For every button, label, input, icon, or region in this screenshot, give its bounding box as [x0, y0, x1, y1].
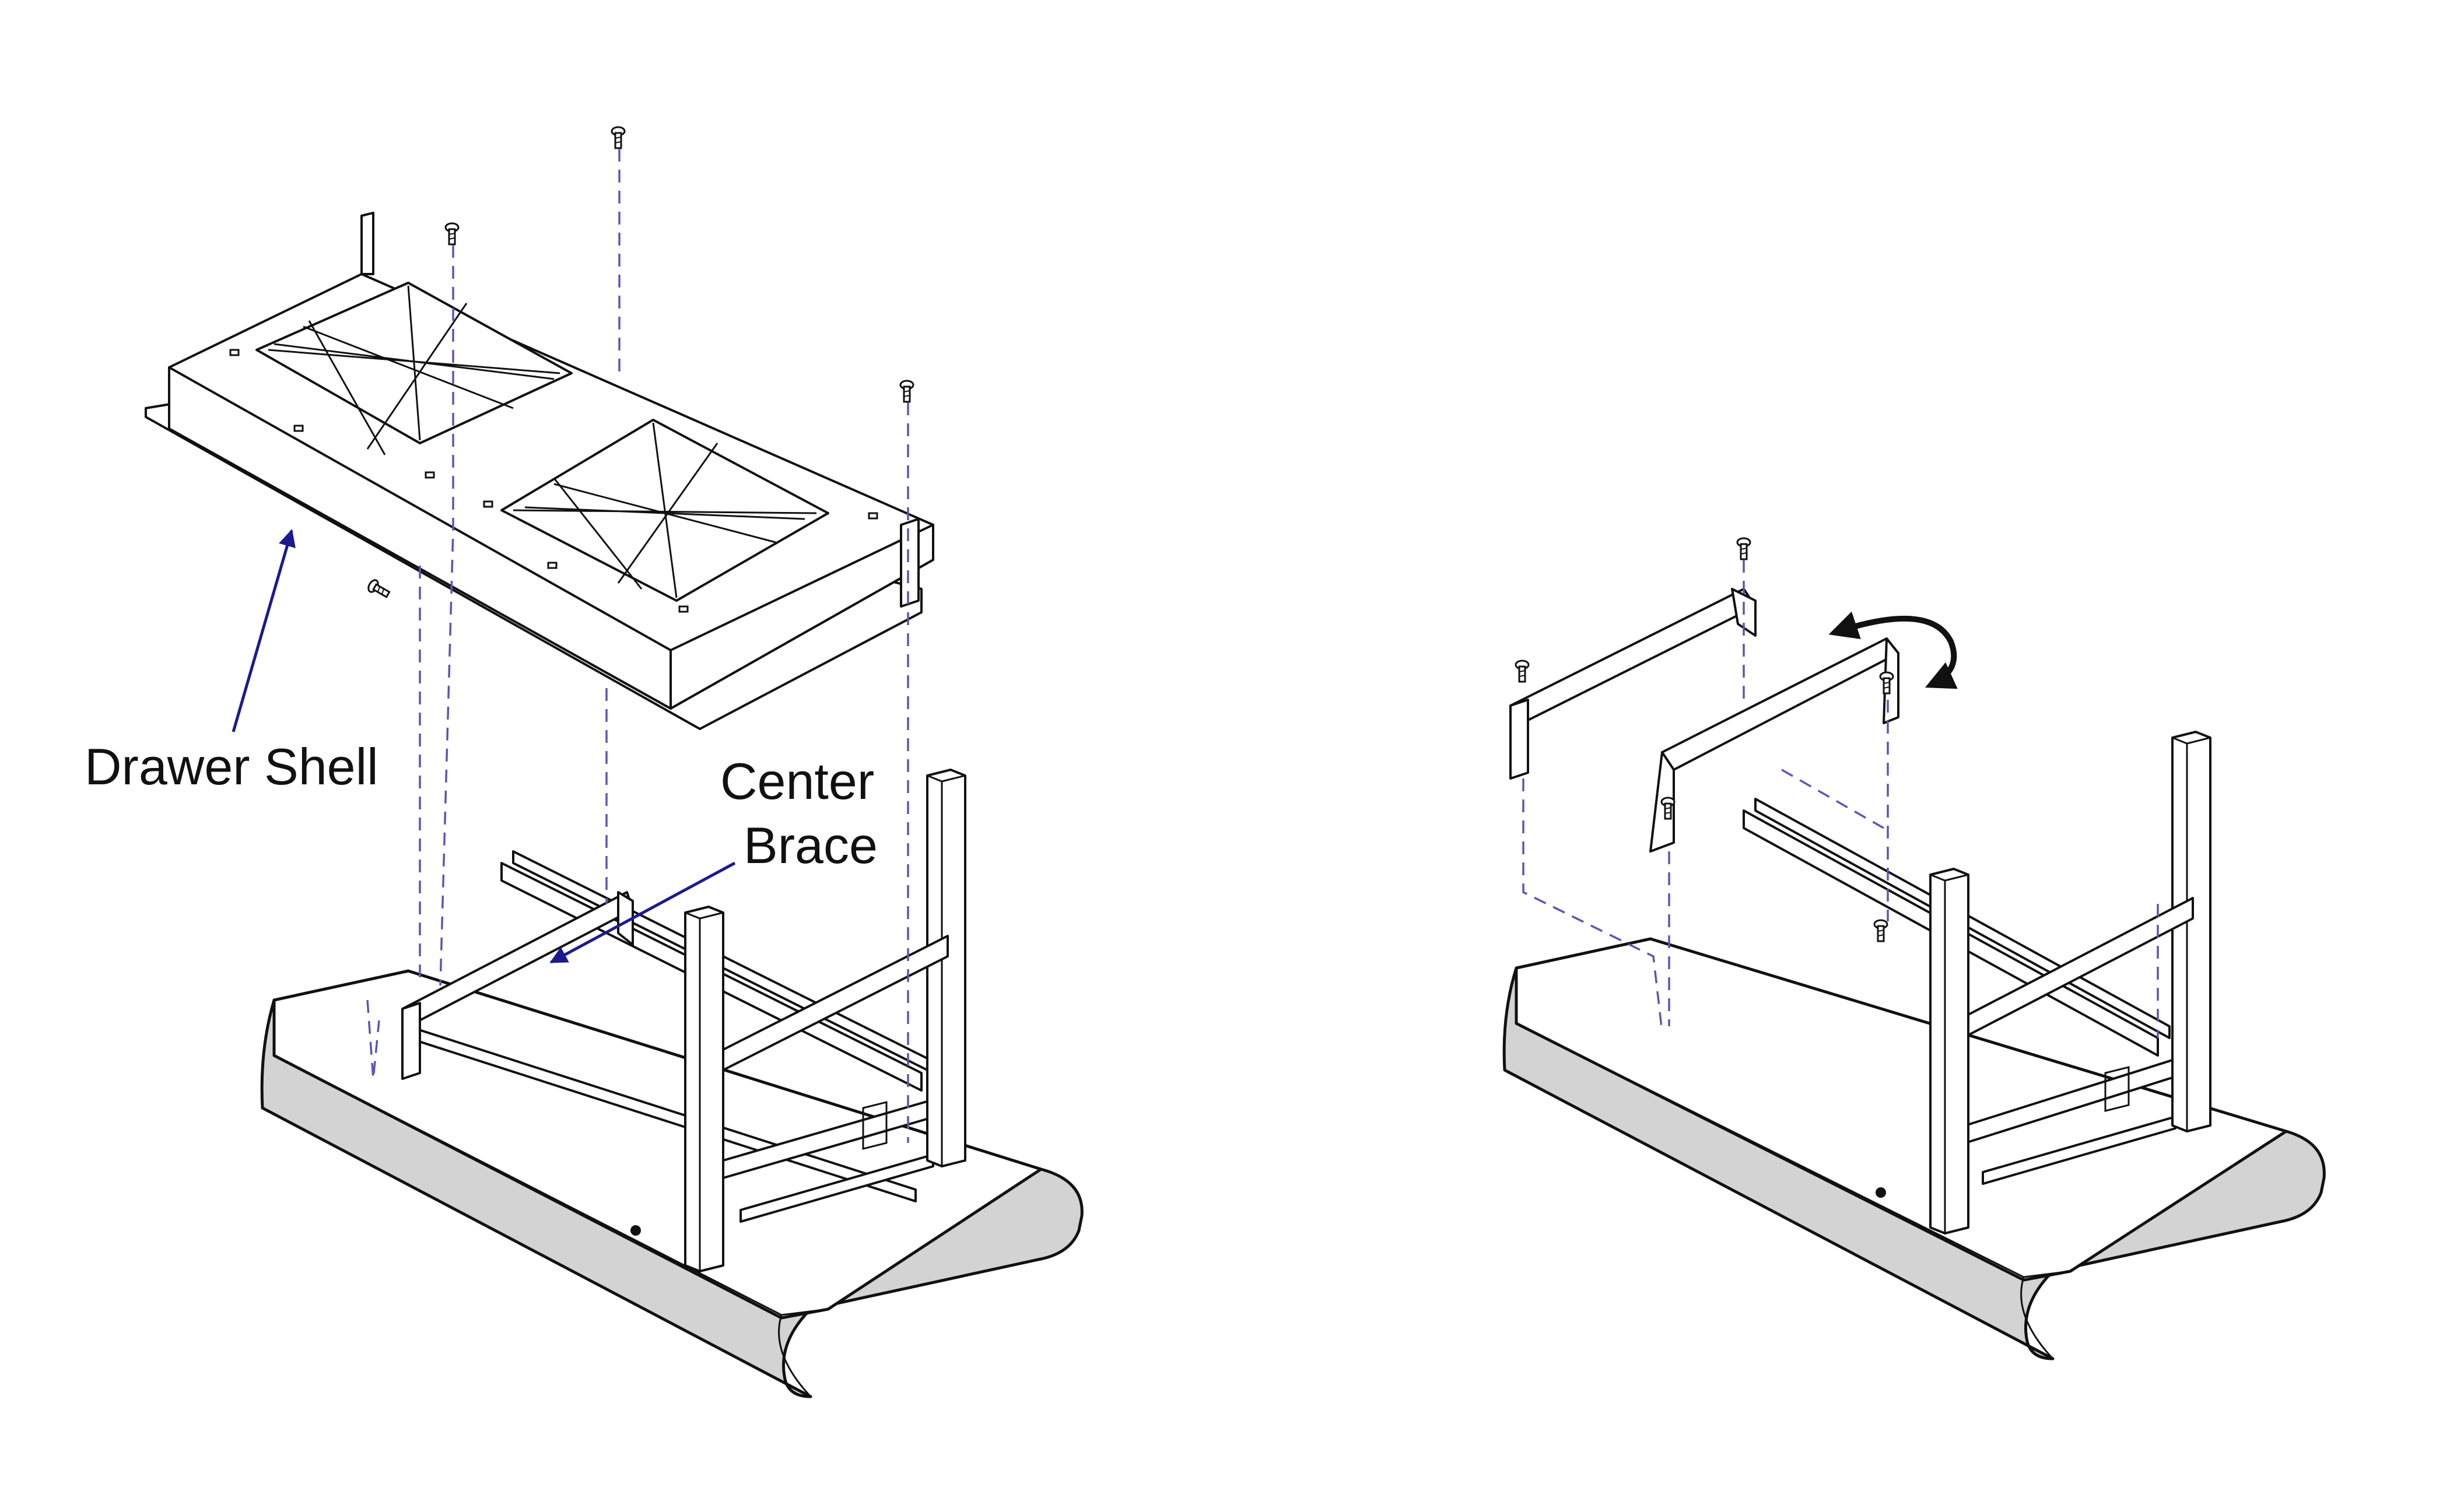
- screw-icon: [444, 222, 460, 246]
- screw-icon: [1873, 919, 1888, 942]
- left-assembly: Drawer Shell Center Brace: [85, 126, 1084, 1398]
- center-brace-label-line2: Brace: [744, 816, 878, 874]
- drawer-shell-part: [145, 212, 934, 730]
- brace-removed: [1509, 588, 1757, 780]
- screw-icon: [1736, 537, 1751, 560]
- screw-icon: [611, 126, 626, 149]
- rotate-arrow-icon: [1828, 611, 1958, 689]
- leader-arrow-icon: [232, 529, 296, 732]
- right-assembly: [1502, 537, 2326, 1360]
- leader-arrow-icon: [549, 861, 736, 964]
- screw-icon: [899, 380, 914, 403]
- fan-opening-2: [500, 419, 829, 602]
- right-base: [1502, 937, 2326, 1360]
- right-guide-lines: [1522, 560, 2159, 1038]
- center-brace-part: [401, 891, 634, 1080]
- drawer-shell-label: Drawer Shell: [85, 738, 378, 795]
- left-guide-lines: [366, 149, 909, 1143]
- fan-opening-1: [255, 282, 573, 455]
- right-legs: [1929, 731, 2211, 1235]
- screw-icon: [365, 577, 392, 601]
- center-brace-label-line1: Center: [720, 752, 874, 810]
- left-legs: [684, 769, 966, 1272]
- screw-icon: [1515, 660, 1530, 683]
